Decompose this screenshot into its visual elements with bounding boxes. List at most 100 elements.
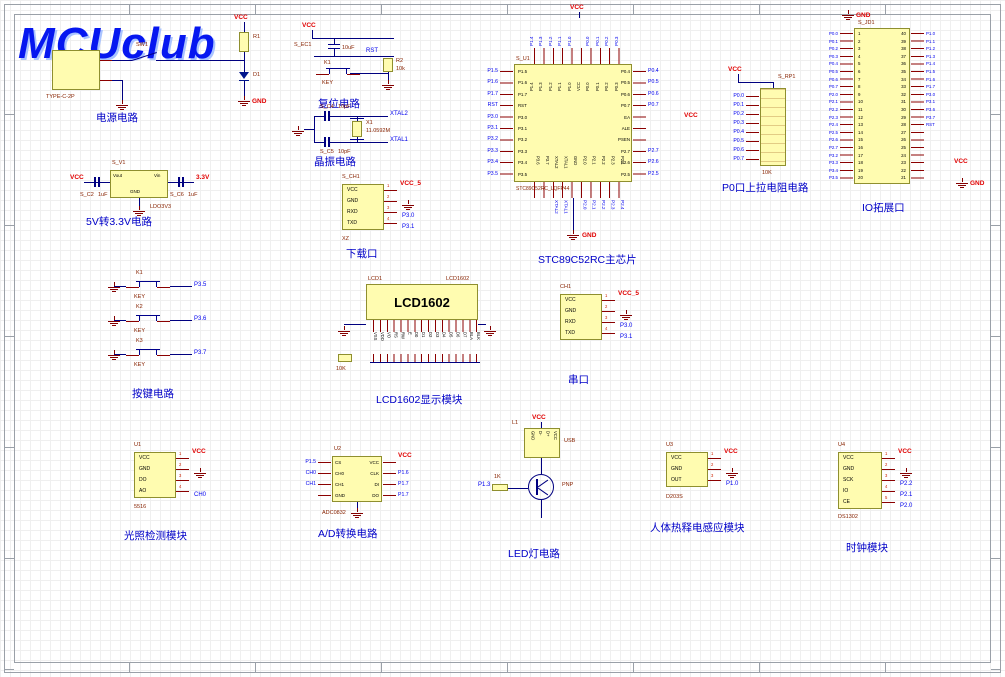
list-item: P2.1 [591, 156, 597, 165]
list-item: P1.7 [398, 492, 409, 498]
io-header-jd1[interactable] [854, 28, 910, 184]
usb-label: USB [564, 438, 576, 444]
list-item: P1.6 [926, 76, 936, 82]
download-pins [384, 185, 397, 229]
list-item: 27 [901, 129, 906, 135]
list-item: 11 [858, 106, 863, 112]
lcd-body[interactable]: LCD1602 [366, 284, 478, 320]
list-item: XTAL1 [563, 200, 569, 214]
led-bar [239, 80, 249, 81]
ldo-body-v1[interactable] [110, 170, 168, 198]
list-item: P2.0 [828, 91, 838, 97]
list-item: 2 [605, 304, 608, 309]
base-resistor[interactable] [492, 484, 508, 491]
capacitor-c4[interactable] [324, 111, 326, 121]
mcu-designator: S_U1 [516, 56, 530, 62]
list-item: P3.4 [487, 159, 498, 166]
list-item: P2.6 [828, 137, 838, 143]
list-item: 3 [711, 473, 714, 478]
list-item: XTAL1 [563, 156, 569, 169]
gnd-symbol [484, 326, 496, 336]
list-item: XTAL2 [554, 156, 560, 169]
cap-value: 10uF [342, 45, 355, 51]
net-label-sck: P2.2 [900, 481, 913, 487]
contrast-pot[interactable] [338, 354, 352, 362]
list-item: P2.4 [619, 156, 625, 165]
list-item: DO [139, 477, 147, 483]
list-item: D6 [455, 332, 461, 338]
gnd-symbol [567, 230, 579, 240]
lcd-pin-wires [370, 354, 480, 362]
list-item: P1.2 [926, 46, 936, 52]
list-item: 2 [387, 194, 390, 199]
net-label-rst: RST [366, 48, 378, 54]
serial-header[interactable] [560, 294, 602, 340]
list-item: 3 [605, 315, 608, 320]
net-label: P3.6 [194, 316, 207, 322]
list-item: P3.0 [926, 91, 936, 97]
capacitor-c1[interactable] [328, 44, 340, 45]
vcc-label: VCC [570, 4, 584, 11]
list-item: 2 [885, 462, 888, 467]
list-item: D- [538, 431, 543, 436]
bus-wire [370, 362, 480, 363]
wire [314, 142, 324, 143]
list-item: RST [487, 102, 498, 109]
download-header[interactable] [342, 184, 384, 230]
transistor-pnp[interactable] [528, 474, 554, 500]
led-designator: D1 [253, 72, 261, 78]
list-item: P3.2 [487, 136, 498, 143]
pir-body[interactable] [666, 452, 708, 487]
resistor-r2[interactable] [383, 58, 393, 72]
x1-designator: X1 [366, 120, 373, 126]
c2-designator: S_C2 [80, 192, 94, 198]
mcu-body[interactable] [514, 64, 632, 182]
vcc-label: VCC [684, 112, 698, 119]
switch-sw1[interactable] [131, 51, 157, 61]
list-item: 3 [858, 46, 861, 52]
wire [170, 354, 192, 355]
list-item: P1.7 [518, 91, 528, 97]
led-d1[interactable] [239, 72, 249, 79]
usb-connector[interactable] [52, 50, 100, 90]
clock-body[interactable] [838, 452, 882, 509]
list-item: E [407, 332, 413, 335]
key-k1[interactable] [126, 281, 170, 288]
net-label: P3.7 [194, 350, 207, 356]
key-k2[interactable] [126, 315, 170, 322]
ldo-value: LDO3V3 [150, 204, 172, 210]
list-item: P3.1 [926, 99, 936, 105]
key-k3[interactable] [126, 349, 170, 356]
list-item: 1 [885, 451, 888, 456]
capacitor-c2[interactable] [94, 177, 96, 187]
list-item: P0.1 [828, 38, 838, 44]
capacitor-c6[interactable] [178, 177, 180, 187]
key-k1[interactable] [316, 68, 360, 75]
light-sensor-body[interactable] [134, 452, 176, 498]
lcd-pins [370, 320, 480, 332]
list-item: P1.4 [926, 61, 936, 67]
net-label-rxd: P3.0 [620, 323, 633, 329]
gnd-symbol [620, 310, 632, 320]
list-item: 26 [901, 137, 906, 143]
key-value: KEY [134, 328, 146, 334]
list-item: P1.3 [926, 53, 936, 59]
list-item: 22 [901, 167, 906, 173]
gnd-symbol [338, 326, 350, 336]
wire [357, 116, 358, 121]
capacitor-c5[interactable] [324, 137, 326, 147]
list-item: P1.7 [487, 90, 498, 97]
list-item: P2.7 [648, 147, 659, 154]
resistor-network-rp1[interactable] [760, 88, 786, 166]
list-item: P1.5 [518, 69, 528, 74]
adc-body[interactable] [332, 456, 382, 502]
x1-value: 11.0592M [366, 128, 391, 134]
list-item: P0.2 [604, 36, 610, 46]
wire [170, 320, 192, 321]
crystal-x1[interactable] [350, 118, 364, 140]
resistor-r1[interactable] [239, 32, 249, 52]
